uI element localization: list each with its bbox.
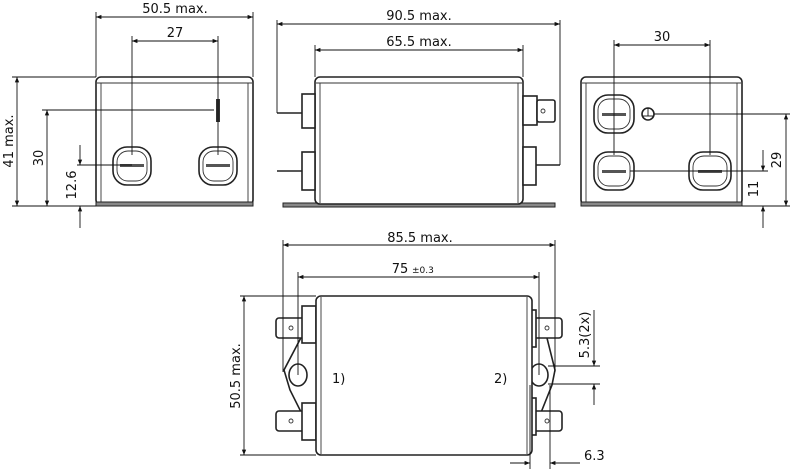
dim-top-depth: 50.5 max. (229, 343, 244, 409)
dim-tab-width: 6.3 (584, 449, 605, 464)
dim-rear-terminal-spacing: 30 (654, 30, 671, 45)
note-2: 2) (494, 372, 507, 387)
dim-rear-ground-height: 29 (770, 152, 785, 169)
ground-symbol-icon (641, 107, 655, 121)
side-view: 90.5 max. 65.5 max. (276, 9, 561, 208)
terminal-icon (593, 151, 635, 191)
dim-body-length: 65.5 max. (386, 35, 452, 50)
dim-hole-size: 5.3(2x) (578, 312, 593, 359)
dim-top-overall-length: 85.5 max. (387, 231, 453, 246)
dim-overall-length: 90.5 max. (386, 9, 452, 24)
front-view: 50.5 max. 27 41 max. 30 12.6 (2, 2, 254, 228)
dim-mount-spacing: 75 (392, 262, 409, 277)
note-1: 1) (332, 372, 345, 387)
dim-front-height: 41 max. (2, 114, 17, 167)
dim-front-terminal-height: 12.6 (65, 171, 80, 200)
dim-front-width: 50.5 max. (142, 2, 208, 17)
top-view: 1) 2) 85.5 max. 75 ±0.3 50.5 max. 5.3(2x… (229, 231, 605, 469)
dim-mount-tolerance: ±0.3 (412, 266, 434, 276)
dim-front-ground-height: 30 (32, 150, 47, 167)
dim-rear-terminal-height: 11 (747, 181, 762, 198)
rear-view: 30 29 11 (580, 30, 790, 228)
dim-front-terminal-spacing: 27 (167, 26, 184, 41)
